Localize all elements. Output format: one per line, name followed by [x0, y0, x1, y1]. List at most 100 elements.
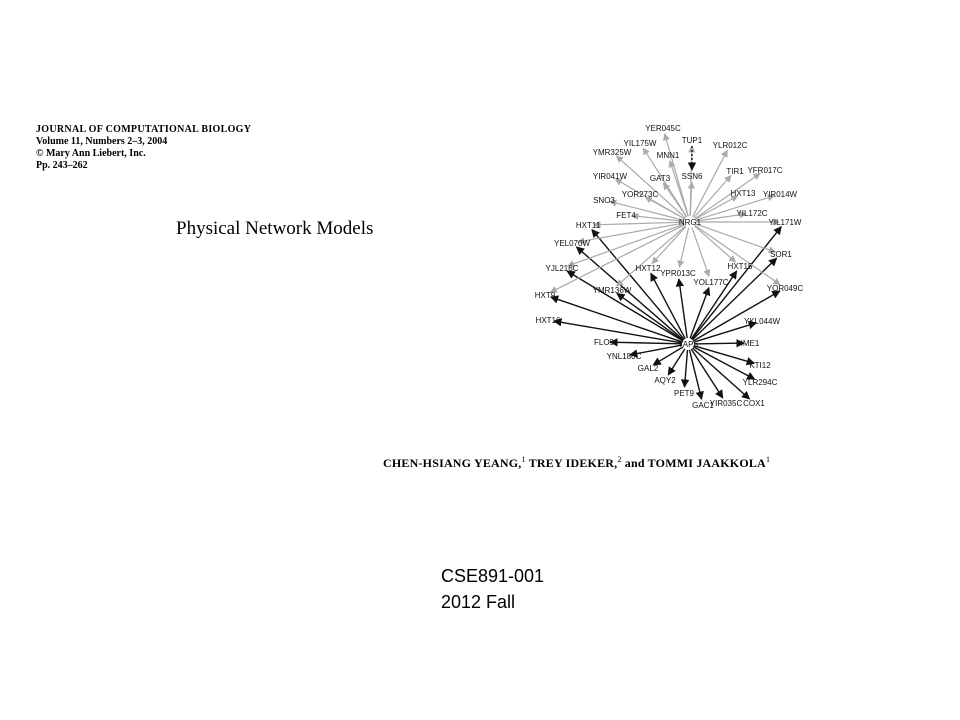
edge-yap6-ymr136w — [616, 292, 684, 342]
course-term: 2012 Fall — [441, 592, 516, 612]
edge-nrg1-hxt12 — [651, 226, 687, 265]
edge-nrg1-yel070w — [577, 222, 685, 245]
node-label-ymr325w: YMR325W — [593, 148, 632, 157]
node-label-yfr017c: YFR017C — [747, 166, 782, 175]
edge-yap6-ylr294c — [692, 346, 756, 380]
node-label-kti12: KTI12 — [749, 361, 771, 370]
node-label-hxt11: HXT11 — [576, 221, 601, 230]
node-label-yol177c: YOL177C — [693, 278, 728, 287]
edge-nrg1-yor273c — [644, 196, 686, 220]
author-list: CHEN-HSIANG YEANG,1 TREY IDEKER,2 and TO… — [383, 455, 770, 471]
node-label-yir041w: YIR041W — [593, 172, 628, 181]
node-label-hxt15: HXT15 — [728, 262, 753, 271]
edge-yap6-aqy2 — [667, 348, 686, 376]
edge-nrg1-ymr325w — [615, 155, 686, 219]
node-label-ylr012c: YLR012C — [713, 141, 748, 150]
paper-title: Physical Network Models — [176, 218, 374, 239]
edge-yap6-hxt9 — [549, 295, 683, 343]
edge-yap6-hxt15 — [690, 270, 738, 340]
node-label-yer045c: YER045C — [645, 124, 681, 133]
edge-nrg1-yjl216c — [566, 223, 685, 268]
edge-yap6-kti12 — [693, 345, 756, 366]
edge-yap6-yor049c — [692, 290, 781, 342]
node-label-tir1: TIR1 — [726, 167, 744, 176]
edge-nrg1-hxt9 — [549, 224, 685, 293]
edge-yap6-ykl044w — [693, 321, 758, 343]
hub-label-yap6: YAP6 — [678, 340, 698, 349]
node-label-sor1: SOR1 — [770, 250, 792, 259]
node-label-yil175w: YIL175W — [624, 139, 657, 148]
node-label-ynl180c: YNL180C — [607, 352, 642, 361]
edge-nrg1-hxt11 — [593, 221, 685, 229]
author-2: TREY IDEKER,2 — [528, 455, 622, 470]
edge-nrg1-gat3 — [662, 182, 688, 218]
edge-yap6-yil171w — [691, 226, 782, 340]
edge-yap6-yel070w — [575, 246, 684, 341]
node-label-ylr294c: YLR294C — [743, 378, 778, 387]
node-label-pet9: PET9 — [674, 389, 695, 398]
edge-yap6-hxt16 — [553, 318, 683, 344]
node-label-yir014w: YIR014W — [763, 190, 798, 199]
node-label-hxt9: HXT9 — [535, 291, 556, 300]
journal-volume: Volume 11, Numbers 2–3, 2004 — [36, 136, 168, 147]
edge-yap6-gal2 — [652, 346, 684, 366]
node-label-sno3: SNO3 — [593, 196, 615, 205]
edge-nrg1-yor049c — [694, 224, 781, 286]
node-label-hxt16: HXT16 — [536, 316, 561, 325]
node-label-ymr136w: YMR136W — [593, 286, 632, 295]
edge-nrg1-yil172c — [695, 211, 747, 222]
edge-yap6-hxt11 — [591, 228, 685, 340]
edge-nrg1-sor1 — [695, 223, 777, 254]
edge-nrg1-yfr017c — [694, 172, 761, 220]
node-label-yor273c: YOR273C — [622, 190, 659, 199]
author-3: and TOMMI JAAKKOLA1 — [624, 455, 771, 470]
node-label-yjl216c: YJL216C — [546, 264, 579, 273]
journal-copyright: © Mary Ann Liebert, Inc. — [36, 148, 146, 159]
edge-nrg1-mnn1 — [668, 160, 689, 217]
edge-nrg1-hxt13 — [694, 195, 739, 220]
node-label-ypr013c: YPR013C — [660, 269, 696, 278]
node-label-gat3: GAT3 — [650, 174, 671, 183]
node-label-yil171w: YIL171W — [769, 218, 802, 227]
edge-nrg1-ymr136w — [615, 225, 686, 287]
node-label-flo9: FLO9 — [594, 338, 615, 347]
course-code: CSE891-001 — [441, 566, 545, 586]
node-label-gal2: GAL2 — [638, 364, 659, 373]
node-label-ykl044w: YKL044W — [744, 317, 780, 326]
edge-nrg1-ylr012c — [692, 149, 728, 217]
edge-nrg1-yer045c — [662, 133, 689, 217]
edge-yap6-yol177c — [689, 286, 711, 339]
edge-yap6-gac1 — [688, 349, 704, 400]
node-label-aqy2: AQY2 — [654, 376, 676, 385]
edge-yap6-yjl216c — [566, 270, 684, 342]
hub-label-nrg1: NRG1 — [679, 218, 702, 227]
node-label-yor049c: YOR049C — [767, 284, 804, 293]
edge-nrg1-ypr013c — [677, 227, 690, 268]
node-label-ssn6: SSN6 — [682, 172, 703, 181]
edge-yap6-ynl180c — [629, 344, 683, 358]
edge-nrg1-tir1 — [693, 174, 732, 218]
author-1: CHEN-HSIANG YEANG,1 — [383, 455, 526, 470]
node-label-mnn1: MNN1 — [657, 151, 680, 160]
edge-nrg1-sno3 — [609, 199, 685, 222]
node-label-hxt12: HXT12 — [636, 264, 661, 273]
node-label-fet4: FET4 — [616, 211, 636, 220]
edge-nrg1-hxt15 — [694, 225, 737, 263]
node-label-yil172c: YIL172C — [736, 209, 767, 218]
node-label-cox1: COX1 — [743, 399, 765, 408]
node-label-tup1: TUP1 — [682, 136, 703, 145]
edge-nrg1-ssn6 — [687, 181, 696, 217]
node-label-ime1: IME1 — [741, 339, 760, 348]
journal-header: JOURNAL OF COMPUTATIONAL BIOLOGY Volume … — [36, 124, 251, 172]
edge-nrg1-yir014w — [695, 194, 775, 221]
node-label-hxt13: HXT13 — [731, 189, 756, 198]
edge-yap6-hxt12 — [650, 272, 686, 340]
node-label-yel070w: YEL070W — [554, 239, 590, 248]
node-label-gac1: GAC1 — [692, 401, 714, 410]
journal-name: JOURNAL OF COMPUTATIONAL BIOLOGY — [36, 124, 252, 135]
edge-yap6-pet9 — [680, 349, 690, 388]
edge-nrg1-fet4 — [631, 212, 685, 222]
edge-yap6-yir035c — [690, 348, 724, 399]
edge-yap6-ime1 — [693, 339, 745, 348]
